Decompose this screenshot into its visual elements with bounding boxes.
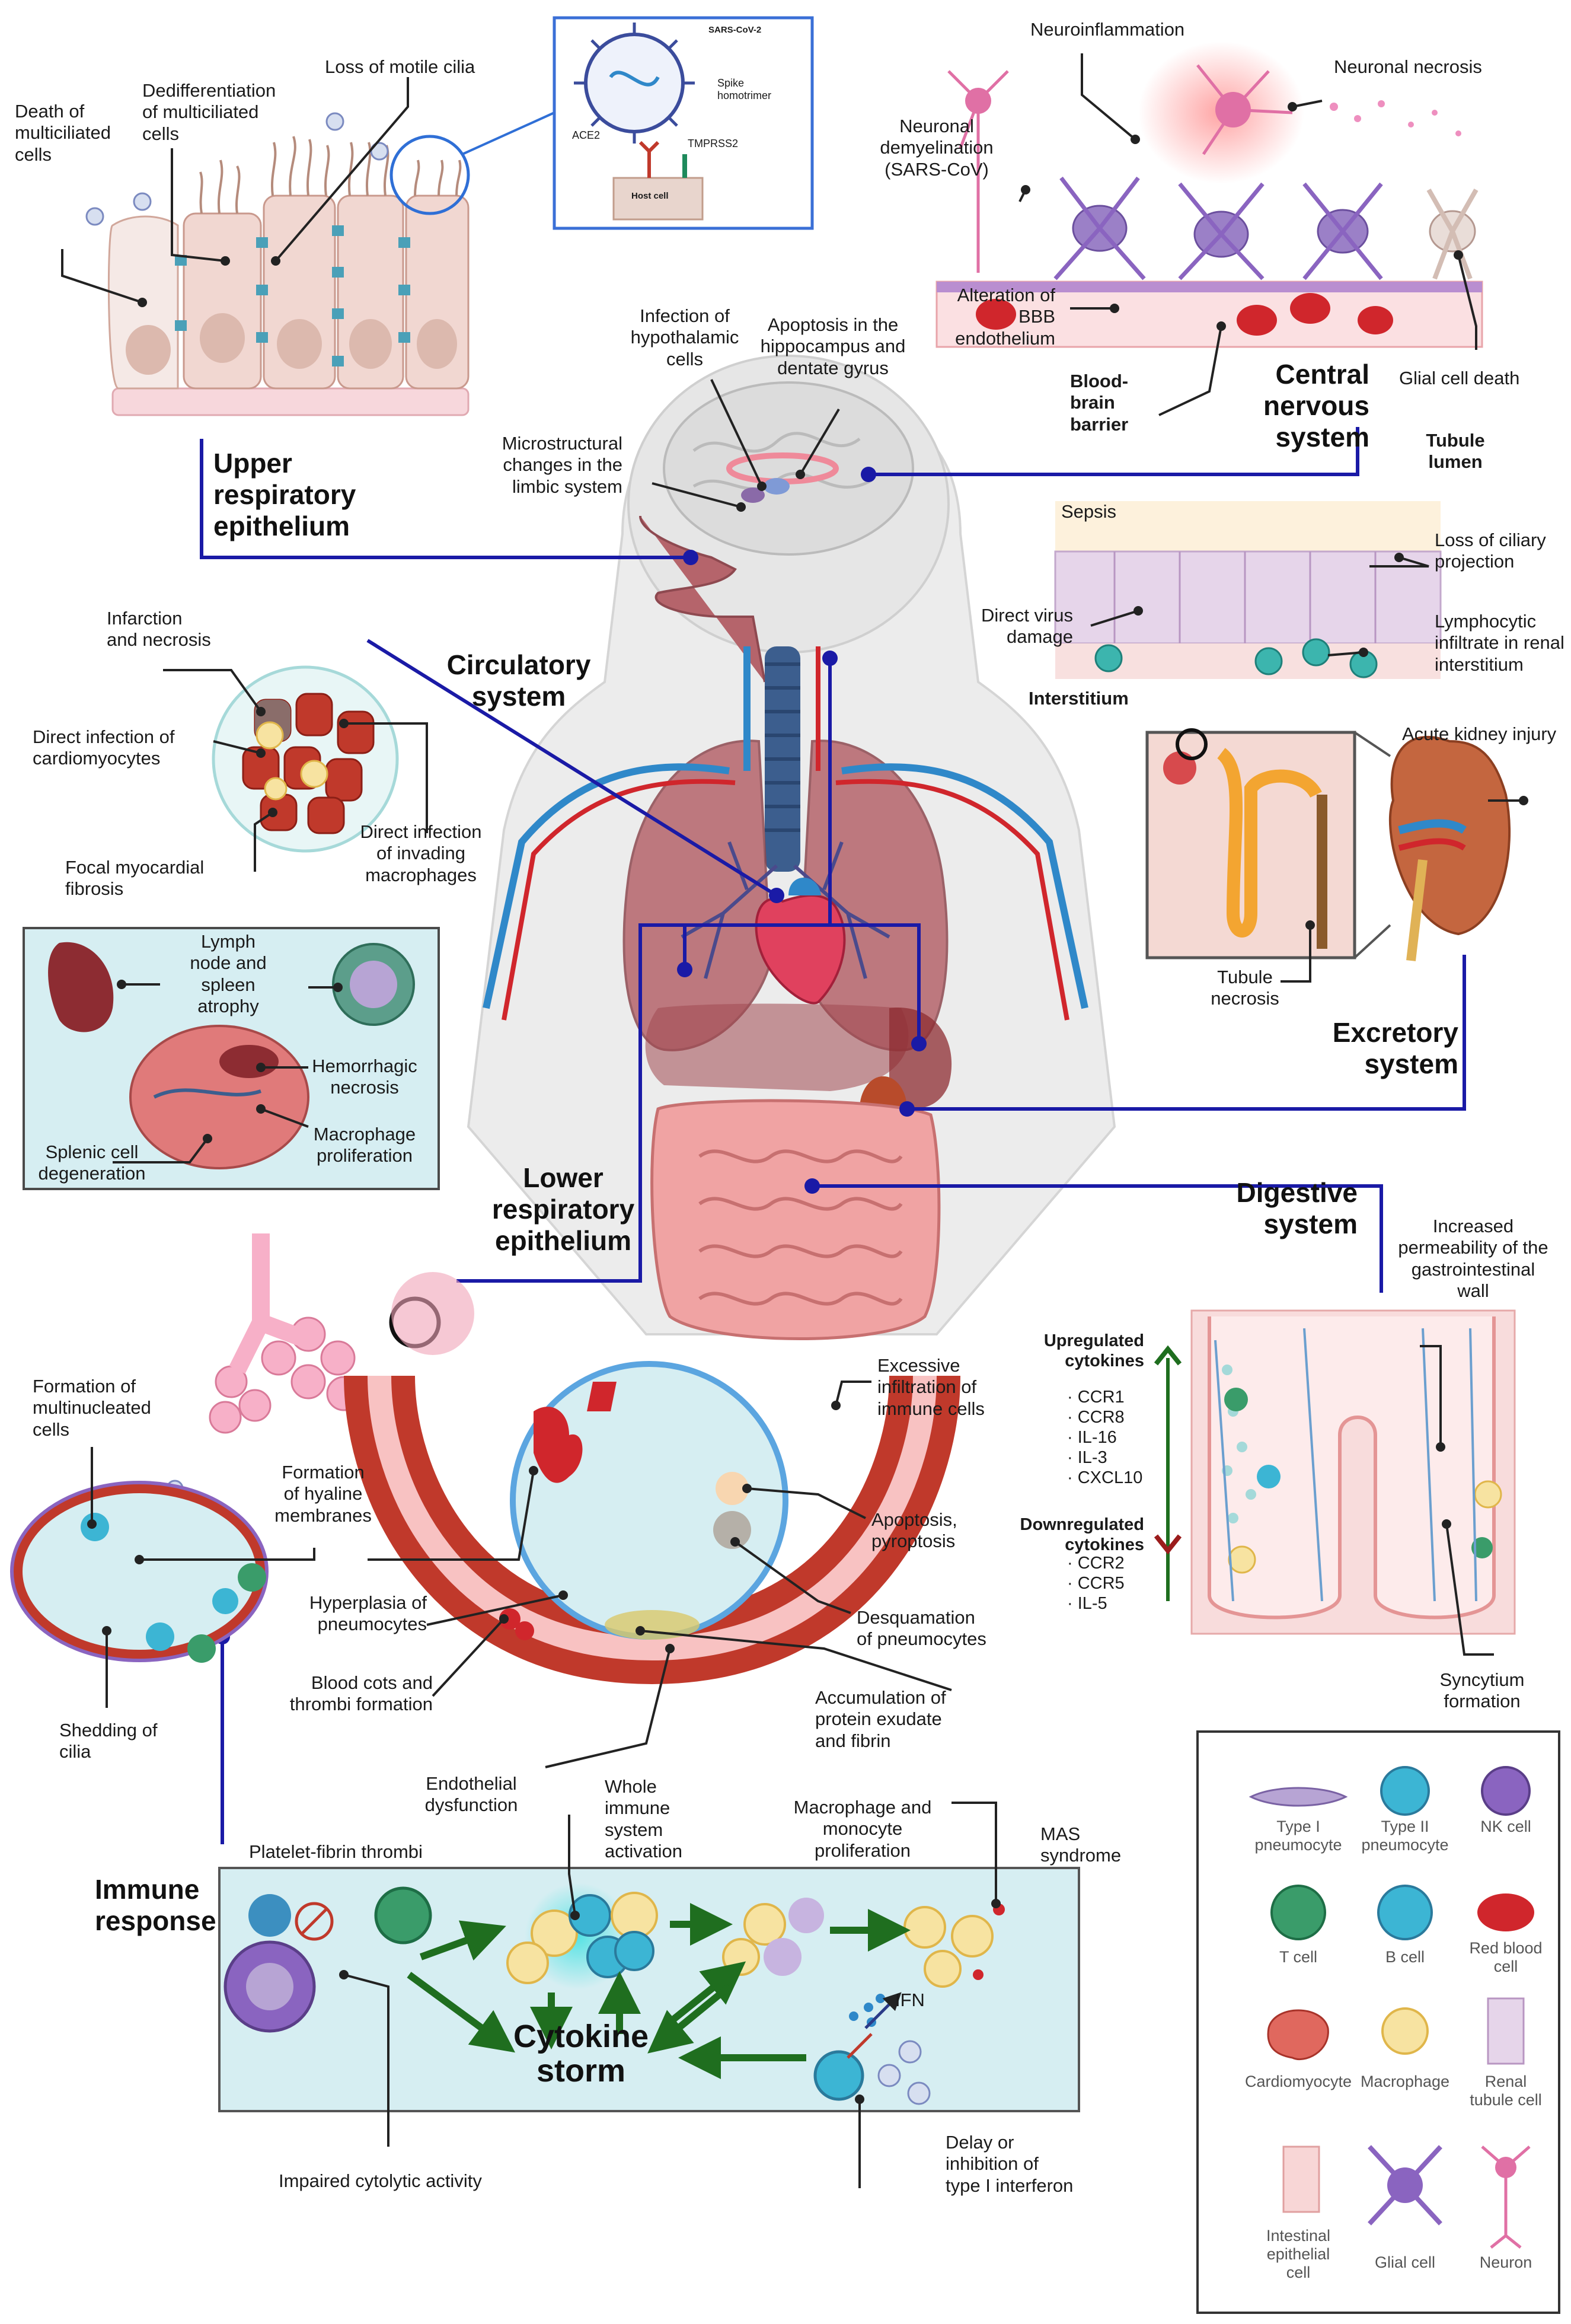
glial-cell-death-label: Glial cell death <box>1399 368 1520 388</box>
endothelial-dysfunction-label: Endothelial dysfunction <box>424 1773 518 1816</box>
blood-vessels <box>483 646 1088 1021</box>
macrophage-proliferation-label: Macrophage proliferation <box>313 1124 416 1166</box>
ifn-label: IFN <box>895 1990 925 2010</box>
circulatory-title: Circulatory system <box>446 649 591 712</box>
hyaline-membranes-label: Formation of hyaline membranes <box>274 1462 372 1526</box>
legend-neuron: Neuron <box>1479 2253 1532 2271</box>
immune-panel <box>218 1867 1080 2112</box>
downregulated-title: Downregulated cytokines <box>1020 1515 1144 1554</box>
pneumocyte-hyperplasia-label: Hyperplasia of pneumocytes <box>309 1592 427 1635</box>
leader-lines <box>61 53 1528 2188</box>
spleen-atrophy-label: Lymph node and spleen atrophy <box>190 931 267 1016</box>
limbic-changes-label: Microstructural changes in the limbic sy… <box>502 433 622 497</box>
green-arrows <box>407 1903 911 2079</box>
hemorrhagic-necrosis-label: Hemorrhagic necrosis <box>312 1056 417 1098</box>
villus-illustration <box>1154 1309 1516 1635</box>
upper-respiratory-title: Upper respiratory epithelium <box>213 448 356 541</box>
cns-title: Central nervous system <box>1263 359 1369 452</box>
bbb-alteration-label: Alteration of BBB endothelium <box>955 285 1055 349</box>
upregulated-title: Upregulated cytokines <box>1043 1331 1144 1370</box>
acute-kidney-injury-label: Acute kidney injury <box>1402 723 1557 744</box>
gi-permeability-label: Increased permeability of the gastrointe… <box>1398 1216 1548 1301</box>
inset-host-cell-label: Host cell <box>631 191 669 201</box>
hypothalamic-label: Infection of hypothalamic cells <box>630 305 739 369</box>
connector-lines <box>200 427 1466 1844</box>
legend-glial-cell: Glial cell <box>1374 2253 1436 2271</box>
platelet-thrombi-label: Platelet-fibrin thrombi <box>249 1841 423 1862</box>
legend-cardiomyocyte: Cardiomyocyte <box>1244 2073 1352 2090</box>
apoptosis-pyroptosis-label: Apoptosis, pyroptosis <box>871 1509 957 1552</box>
immune-activation-label: Whole immune system activation <box>605 1776 682 1861</box>
impaired-cytolytic-label: Impaired cytolytic activity <box>279 2170 482 2191</box>
neuronal-demyelination-label: Neuronal demyelination (SARS-CoV) <box>880 116 994 180</box>
legend-t-cell: T cell <box>1279 1948 1318 1966</box>
sepsis-label: Sepsis <box>1061 501 1117 522</box>
blood-clots-label: Blood cots and thrombi formation <box>289 1672 433 1715</box>
cns-illustration <box>935 42 1483 348</box>
apoptosis-hippocampus-label: Apoptosis in the hippocampus and dentate… <box>760 314 906 378</box>
loss-motile-cilia-label: Loss of motile cilia <box>325 56 475 77</box>
legend-type2-pneumocyte: Type II pneumocyte <box>1361 1818 1449 1854</box>
upregulated-list: · CCR1 · CCR8 · IL-16 · IL-3 · CXCL10 <box>1067 1388 1143 1487</box>
tubule-lumen-label: Tubule lumen <box>1426 430 1485 473</box>
downregulated-list: · CCR2 · CCR5 · IL-5 <box>1067 1554 1125 1613</box>
lower-respiratory-title: Lower respiratory epithelium <box>491 1162 635 1256</box>
renal-tubule-illustration <box>1054 501 1511 961</box>
legend-intestinal-cell: Intestinal epithelial cell <box>1266 2227 1331 2282</box>
legend-renal-tubule-cell: Renal tubule cell <box>1470 2073 1542 2109</box>
neuroinflammation-label: Neuroinflammation <box>1030 19 1185 40</box>
desquamation-label: Desquamation of pneumocytes <box>857 1607 986 1650</box>
excretory-title: Excretory system <box>1332 1017 1458 1079</box>
alveoli-illustration <box>10 1233 960 1685</box>
inset-spike-label: Spike homotrimer <box>717 77 772 102</box>
virus-inset <box>553 16 814 230</box>
blood-brain-barrier-label: Blood- brain barrier <box>1070 371 1129 435</box>
myocardial-fibrosis-label: Focal myocardial fibrosis <box>65 857 205 900</box>
interferon-delay-label: Delay or inhibition of type I interferon <box>946 2132 1074 2196</box>
trachea <box>765 646 800 872</box>
liver <box>645 1003 909 1091</box>
cytokine-storm-label: Cytokine storm <box>513 2019 649 2089</box>
death-multiciliated-label: Death of multiciliated cells <box>15 101 111 165</box>
inset-title: SARS-CoV-2 <box>708 25 762 35</box>
immune-infiltration-label: Excessive infiltration of immune cells <box>877 1355 985 1419</box>
infarction-label: Infarction and necrosis <box>107 608 211 651</box>
legend-type1-pneumocyte: Type I pneumocyte <box>1254 1818 1342 1854</box>
tubule-necrosis-label: Tubule necrosis <box>1211 967 1279 1009</box>
mas-syndrome-label: MAS syndrome <box>1040 1824 1122 1866</box>
inset-ace2-label: ACE2 <box>572 129 601 141</box>
legend-macrophage: Macrophage <box>1360 2073 1450 2090</box>
splenic-degeneration-label: Splenic cell degeneration <box>38 1142 146 1184</box>
brain <box>663 381 914 556</box>
direct-virus-damage-label: Direct virus damage <box>981 605 1073 648</box>
shedding-cilia-label: Shedding of cilia <box>59 1720 158 1762</box>
immune-response-title: Immune response <box>95 1874 216 1936</box>
lymphocytic-infiltrate-label: Lymphocytic infiltrate in renal intersti… <box>1435 611 1564 675</box>
legend-nk-cell: NK cell <box>1480 1818 1531 1835</box>
neuronal-necrosis-label: Neuronal necrosis <box>1334 56 1482 77</box>
dedifferentiation-label: Dedifferentiation of multiciliated cells <box>142 80 276 144</box>
stomach <box>889 1008 952 1108</box>
protein-exudate-label: Accumulation of protein exudate and fibr… <box>815 1687 946 1751</box>
legend-b-cell: B cell <box>1385 1948 1425 1966</box>
cardiomyocyte-infection-label: Direct infection of cardiomyocytes <box>33 726 175 769</box>
inset-tmprss2-label: TMPRSS2 <box>688 138 739 149</box>
multinucleated-cells-label: Formation of multinucleated cells <box>33 1376 151 1440</box>
macrophage-monocyte-label: Macrophage and monocyte proliferation <box>793 1797 932 1861</box>
legend-icons <box>1249 1766 1534 2249</box>
loss-ciliary-projection-label: Loss of ciliary projection <box>1435 530 1546 572</box>
interstitium-label: Interstitium <box>1029 688 1129 709</box>
syncytium-label: Syncytium formation <box>1439 1669 1525 1712</box>
legend-red-blood-cell: Red blood cell <box>1469 1939 1543 1976</box>
spleen-panel <box>23 927 440 1190</box>
intestines <box>650 1099 941 1340</box>
upper-respiratory-cells <box>107 111 555 416</box>
digestive-title: Digestive system <box>1236 1177 1358 1239</box>
macrophage-infection-label: Direct infection of invading macrophages <box>360 821 482 885</box>
heart <box>755 878 846 1005</box>
